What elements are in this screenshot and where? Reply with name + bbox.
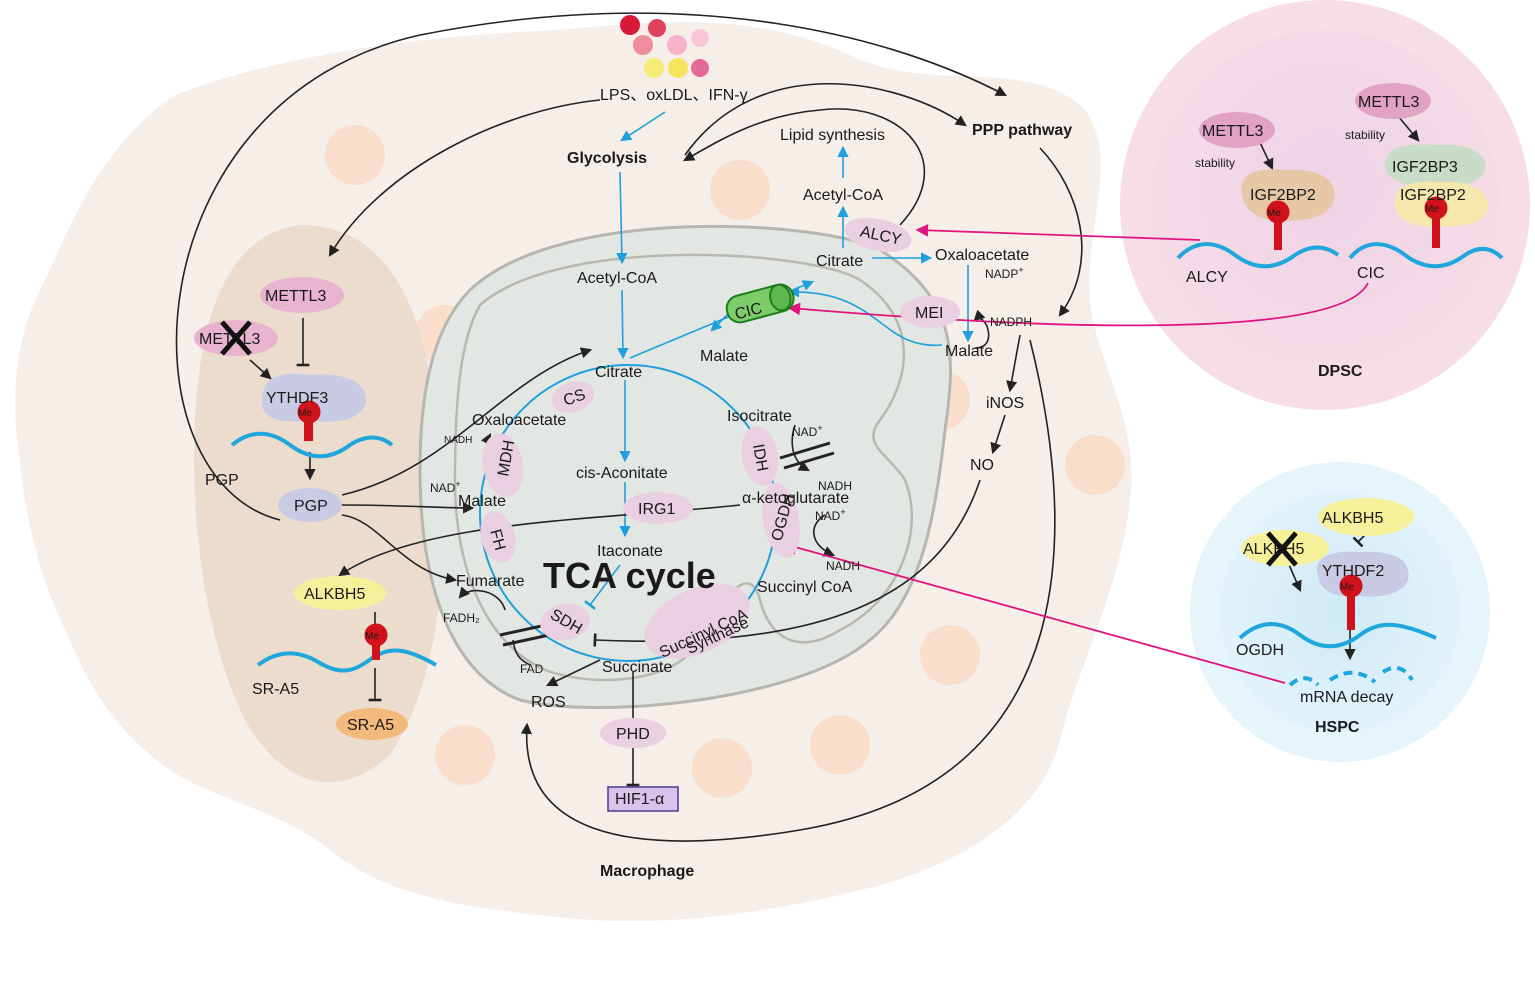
- igf2bp3-protein: [1385, 144, 1486, 187]
- alkbh5-knockout-hspc-label: ALKBH5: [1243, 541, 1304, 558]
- nad-idh-label: NAD+: [792, 423, 823, 439]
- igf2bp2-b-label: IGF2BP2: [1400, 187, 1466, 204]
- stimuli-label: LPS、oxLDL、IFN-γ: [600, 87, 748, 104]
- alpha-ketoglutarate-label: α-ketoglutarate: [742, 490, 849, 507]
- stability-b-label: stability: [1345, 128, 1385, 142]
- irg1-enzyme-label: IRG1: [638, 501, 675, 518]
- black-arrows: [175, 12, 1420, 842]
- igf2bp2-a-protein: [1241, 169, 1335, 221]
- alkbh5-hspc-label: ALKBH5: [1322, 510, 1383, 527]
- hif1a-box: [607, 786, 679, 812]
- mrna-decay-label: mRNA decay: [1300, 689, 1393, 706]
- fadh2-label: FADH₂: [443, 611, 480, 625]
- ros-label: ROS: [531, 694, 566, 711]
- malate-tca: Malate: [458, 493, 506, 510]
- succinyl-coa-label: Succinyl CoA: [757, 579, 852, 596]
- fumarate-label: Fumarate: [456, 573, 525, 590]
- inos-label: iNOS: [986, 395, 1024, 412]
- igf2bp3-label: IGF2BP3: [1392, 159, 1458, 176]
- mei-enzyme-label: MEI: [915, 305, 943, 322]
- alkbh5-left-label: ALKBH5: [304, 586, 365, 603]
- me-dpsc-a-label: Me: [1267, 208, 1281, 219]
- ogdh-mrna-label: OGDH: [1236, 642, 1284, 659]
- lipid-synthesis-label: Lipid synthesis: [780, 127, 885, 144]
- ppp-pathway-label: PPP pathway: [972, 122, 1072, 139]
- cs-enzyme-label: CS: [561, 386, 588, 410]
- acetyl-coa-mito: Acetyl-CoA: [577, 270, 657, 287]
- no-label: NO: [970, 457, 994, 474]
- cis-aconitate-label: cis-Aconitate: [576, 465, 668, 482]
- sr-a5-mrna-label: SR-A5: [252, 681, 299, 698]
- enzyme-ovals: [194, 83, 1431, 748]
- pgp-protein: [278, 488, 342, 522]
- ythdf3-protein: [261, 373, 367, 422]
- hspc-label: HSPC: [1315, 719, 1360, 736]
- me-sr-a5-label: Me: [365, 631, 379, 642]
- alkbh5-left-protein: [294, 576, 386, 610]
- mitochondrion-cristae: [453, 253, 914, 682]
- glycolysis-label: Glycolysis: [567, 150, 647, 167]
- igf2bp2-a-label: IGF2BP2: [1250, 187, 1316, 204]
- cic-mrna-label: CIC: [1357, 265, 1385, 282]
- pgp-protein-label: PGP: [294, 498, 328, 515]
- me-hspc-label: Me: [1340, 582, 1354, 593]
- nadp-label: NADP+: [985, 265, 1024, 281]
- magenta-arrows: [787, 224, 1369, 684]
- hif1a-label: HIF1-α: [615, 791, 664, 808]
- malate-cytosol: Malate: [945, 343, 993, 360]
- nad-ogdh-label: NAD+: [815, 507, 846, 523]
- isocitrate-label: Isocitrate: [727, 408, 792, 425]
- macrophage-label: Macrophage: [600, 863, 694, 880]
- phd-label: PHD: [616, 726, 650, 743]
- malate-cic: Malate: [700, 348, 748, 365]
- fh-enzyme-label: FH: [486, 527, 508, 552]
- cic-transporter-label: CIC: [733, 300, 764, 324]
- alcy-mrna-label: ALCY: [1186, 269, 1228, 286]
- sr-a5-protein-label: SR-A5: [347, 717, 394, 734]
- pgp-mrna-label: PGP: [205, 472, 239, 489]
- stability-a-label: stability: [1195, 156, 1235, 170]
- mitochondrion-outer: [418, 224, 952, 709]
- mdh-enzyme-label: MDH: [495, 439, 518, 478]
- mettl3-knockout-label: METTL3: [199, 331, 260, 348]
- mrna-strands: [230, 242, 1504, 687]
- oxaloacetate-cytosol: Oxaloacetate: [935, 247, 1029, 264]
- nad-mdh-label: NAD+: [430, 479, 461, 495]
- itaconate-label: Itaconate: [597, 543, 663, 560]
- idh-enzyme-label: IDH: [749, 443, 771, 473]
- mettl3-dpsc-a-label: METTL3: [1202, 123, 1263, 140]
- succinate-label: Succinate: [602, 659, 672, 676]
- blue-arrows: [584, 111, 974, 610]
- stimuli-dots: [620, 15, 709, 78]
- me-dpsc-b-label: Me: [1425, 204, 1439, 215]
- knockout-x-marks: [220, 320, 1298, 567]
- cic-transporter: [725, 283, 795, 324]
- fad-label: FAD: [520, 662, 544, 676]
- nadh-ogdh-label: NADH: [826, 559, 860, 573]
- alkbh5-hspc-protein: [1318, 498, 1414, 536]
- nadph-label: NADPH: [990, 315, 1032, 329]
- mettl3-left-label: METTL3: [265, 288, 326, 305]
- nadh-mdh-label: NADH: [444, 435, 472, 446]
- tca-cycle-title: TCA cycle: [543, 555, 716, 596]
- ythdf2-label: YTHDF2: [1322, 563, 1384, 580]
- ythdf3-label: YTHDF3: [266, 390, 328, 407]
- mettl3-dpsc-b-label: METTL3: [1358, 94, 1419, 111]
- me-ythdf3-label: Me: [298, 408, 312, 419]
- acetyl-coa-cytosol: Acetyl-CoA: [803, 187, 883, 204]
- sr-a5-protein: [336, 708, 408, 740]
- citrate-tca: Citrate: [595, 364, 642, 381]
- m6a-marks: [297, 196, 1448, 660]
- citrate-cytosol: Citrate: [816, 253, 863, 270]
- dpsc-label: DPSC: [1318, 363, 1363, 380]
- nadh-idh-label: NADH: [818, 479, 852, 493]
- oxaloacetate-tca: Oxaloacetate: [472, 412, 566, 429]
